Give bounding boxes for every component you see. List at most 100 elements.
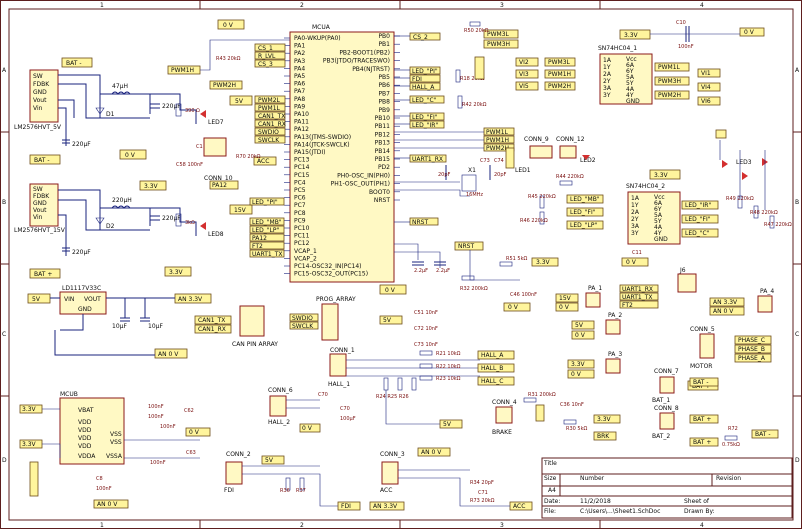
svg-text:BAT -: BAT - — [34, 157, 50, 164]
svg-text:47µH: 47µH — [112, 83, 128, 90]
inverter-ic-2: SN74HC04_2 1A1Y2A2Y3A3YVcc6A6Y5A5Y4A4YGN… — [621, 129, 792, 267]
svg-text:BAT -: BAT - — [755, 431, 771, 438]
mcu-left-pin: PC15-OSC32_OUT(PC15) — [294, 271, 368, 278]
svg-text:BRK: BRK — [597, 433, 610, 440]
regulator-5v-name: LM2576HVT_5V — [14, 124, 62, 131]
svg-text:VI3: VI3 — [519, 71, 529, 78]
inverter-pin-right: 6Y — [654, 206, 662, 213]
net-fdi-tag: FDI — [337, 501, 361, 511]
svg-text:AN 0 V: AN 0 V — [713, 308, 734, 315]
svg-text:3.3V: 3.3V — [571, 361, 586, 368]
svg-text:UART1_TX: UART1_TX — [252, 251, 283, 258]
mcu-left-pin: PC9 — [294, 217, 306, 224]
mcu-right-pin: PB3(JTDO/TRACESWO) — [323, 58, 390, 65]
svg-text:PA_4: PA_4 — [760, 288, 774, 295]
svg-text:10µF: 10µF — [148, 323, 163, 330]
mcu-left-pin: PA5 — [294, 73, 305, 80]
svg-text:220µF: 220µF — [72, 249, 91, 256]
svg-text:R50 20kΩ: R50 20kΩ — [464, 28, 489, 34]
tag-nrst-2: NRST — [454, 241, 484, 251]
svg-text:LED_"PI": LED_"PI" — [412, 68, 438, 75]
mcu-right-pin: PD2 — [378, 164, 390, 171]
file-label: File: — [544, 508, 556, 515]
hall2-connector: CONN_6 HALL_2 C70 C70 100µF 0 V — [268, 387, 356, 433]
svg-text:AN 3.3V: AN 3.3V — [178, 296, 203, 303]
svg-text:R36: R36 — [280, 488, 290, 494]
svg-text:LED1: LED1 — [515, 167, 531, 174]
net-pa12: PA12 — [249, 233, 285, 242]
svg-text:CONN_1: CONN_1 — [330, 347, 355, 354]
net-vi4: VI4 — [697, 82, 721, 92]
mcu-right-pins: PB0PB1PB2-BOOT1(PB2)PB3(JTDO/TRACESWO)PB… — [323, 33, 400, 204]
svg-text:SN74HC04_2: SN74HC04_2 — [626, 183, 665, 190]
svg-text:3.3V: 3.3V — [654, 172, 669, 179]
row-label-c-right: C — [795, 331, 799, 338]
svg-text:3.3V: 3.3V — [597, 416, 612, 423]
drawn-label: Drawn By: — [684, 508, 715, 515]
mcu-right-pin: PB6 — [378, 82, 390, 89]
net-phase-c: PHASE_C — [734, 335, 772, 345]
net-an-0v-c: AN 0 V — [709, 306, 745, 316]
net-0v-ic1: 0 V — [739, 27, 765, 37]
net-led-pi-l: LED_"PI" — [249, 197, 285, 206]
col-label-2-bottom: 2 — [300, 522, 304, 529]
net-swdio: SWDIO — [289, 313, 319, 322]
mcu-left-pin: PC14 — [294, 164, 310, 171]
svg-text:VDD: VDD — [78, 427, 92, 434]
net-pwm1l: PWM1L — [254, 103, 286, 112]
mcu-right-pin: PB2-BOOT1(PB2) — [339, 49, 390, 56]
svg-text:PHASE_B: PHASE_B — [738, 346, 765, 353]
svg-text:R22 10kΩ: R22 10kΩ — [436, 364, 461, 370]
svg-text:0 V: 0 V — [559, 304, 570, 311]
svg-text:LED_"LP": LED_"LP" — [570, 222, 597, 229]
svg-text:R37: R37 — [296, 488, 306, 494]
svg-text:PWM1L: PWM1L — [658, 64, 681, 71]
svg-text:GND: GND — [78, 306, 92, 313]
inverter-pin-left: 3A — [603, 85, 612, 92]
mcu-left-pin: PA3 — [294, 58, 305, 65]
svg-text:LED_"FI": LED_"FI" — [412, 114, 438, 121]
ldo-regulator: LD1117V33C VIN VOUT GND 10µF 10µF — [50, 285, 175, 356]
mcu-left-pin: PC13 — [294, 157, 310, 164]
svg-text:VSS: VSS — [110, 431, 122, 438]
svg-text:BAT_1: BAT_1 — [652, 397, 670, 404]
svg-text:SWDIO: SWDIO — [258, 129, 279, 136]
svg-text:BAT -: BAT - — [693, 379, 709, 386]
inverter-pin-right: 4A — [654, 224, 663, 231]
svg-text:HALL_2: HALL_2 — [268, 419, 290, 426]
svg-text:LED3: LED3 — [736, 159, 752, 166]
tag-bat-plus-c8b: BAT + — [689, 437, 719, 447]
svg-text:C72 10nF: C72 10nF — [414, 326, 438, 332]
svg-text:VDDA: VDDA — [78, 453, 96, 460]
svg-text:CONN_3: CONN_3 — [380, 451, 405, 458]
svg-text:220µF: 220µF — [162, 215, 181, 222]
svg-text:LED_"C": LED_"C" — [685, 230, 710, 237]
net-3v3-pa3: 3.3V — [567, 359, 595, 369]
svg-text:UART1_RX: UART1_RX — [622, 286, 653, 293]
svg-text:CONN_12: CONN_12 — [556, 136, 585, 143]
svg-text:PWM2H: PWM2H — [213, 82, 236, 89]
net-led-lp-ic2: LED_"LP" — [566, 220, 604, 230]
svg-text:2.2µF: 2.2µF — [436, 268, 450, 274]
svg-text:C63: C63 — [186, 450, 196, 456]
tag-an-3v3: AN 3.3V — [174, 293, 212, 304]
tag-bat-minus-1: BAT - — [61, 57, 93, 68]
svg-text:R_LVL: R_LVL — [258, 53, 276, 60]
svg-text:PWM2H: PWM2H — [486, 145, 509, 152]
mcu-power: MCUB VBAT VDD VDD VDD VDD VDDA VSS VSS V… — [19, 391, 211, 509]
net-5v-hall2: 5V — [439, 419, 463, 429]
svg-text:3.3V: 3.3V — [536, 259, 551, 266]
svg-text:R18 20kΩ: R18 20kΩ — [460, 76, 485, 82]
mcu-left-pin: PC11 — [294, 233, 310, 240]
svg-text:16MHz: 16MHz — [466, 192, 483, 198]
svg-text:PHASE_A: PHASE_A — [738, 355, 766, 362]
svg-text:BAT +: BAT + — [693, 416, 711, 423]
net-led-fi: LED_"FI" — [409, 112, 445, 121]
svg-text:LED_"FI": LED_"FI" — [570, 209, 596, 216]
inverter-pin-left: 3Y — [631, 230, 639, 237]
tag-0v-nrst: 0 V — [503, 302, 531, 312]
svg-text:390 Ω: 390 Ω — [185, 108, 200, 114]
mcu-left-pin: PA14(JTCK-SWCLK) — [294, 141, 350, 148]
mcu-title: MCUA — [312, 24, 331, 31]
svg-text:ACC: ACC — [257, 158, 269, 165]
